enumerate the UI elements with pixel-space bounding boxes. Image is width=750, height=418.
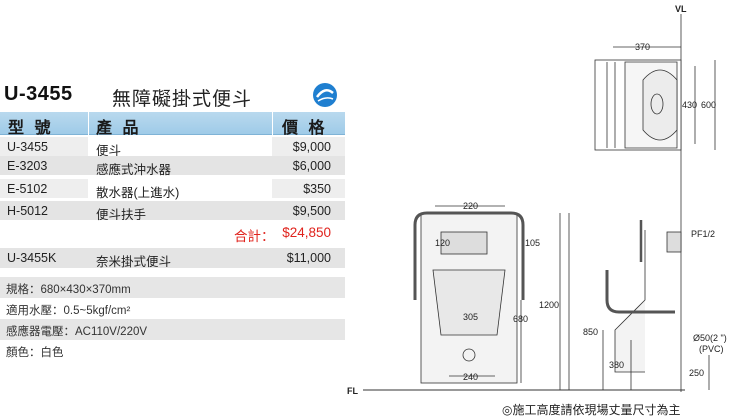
dim-250: 250 (689, 368, 704, 378)
total-label: 合計： (234, 229, 275, 244)
column-divider (272, 112, 273, 135)
pipe-size-label: Ø50(2 ") (693, 333, 727, 343)
spec-size: 規格：680×430×370mm (0, 277, 345, 298)
cell-product: 奈米掛式便斗 (96, 255, 172, 269)
header-product: 產 品 (96, 120, 142, 137)
dim-105: 105 (525, 238, 540, 248)
installation-drawing: VL FL 370 430 600 220 120 105 305 680 24… (347, 4, 727, 396)
cell-model: E-3203 (7, 159, 48, 173)
cell-model: U-3455 (7, 140, 48, 154)
pf-label: PF1/2 (691, 229, 715, 239)
cell-price: $9,000 (292, 140, 331, 154)
spec-color: 顏色：白色 (6, 347, 64, 359)
dim-1200: 1200 (539, 300, 559, 310)
table-row: U-3455 便斗 $9,000 (0, 137, 345, 158)
dim-305: 305 (463, 312, 478, 322)
table-row: H-5012 便斗扶手 $9,500 (0, 201, 345, 222)
cell-product: 感應式沖水器 (96, 163, 172, 177)
cell-model: H-5012 (7, 204, 48, 218)
cell-price: $6,000 (292, 159, 331, 173)
dim-430: 430 (682, 100, 697, 110)
column-divider (88, 112, 89, 135)
cell-price: $9,500 (292, 204, 331, 218)
header-model: 型 號 (8, 120, 54, 137)
spec-pressure: 適用水壓：0.5~5kgf/cm² (6, 305, 131, 317)
table-row: E-3203 感應式沖水器 $6,000 (0, 156, 345, 177)
table-row: U-3455K 奈米掛式便斗 $11,000 (0, 248, 345, 269)
dim-220: 220 (463, 201, 478, 211)
cell-product: 便斗扶手 (96, 208, 147, 222)
table-header: 型 號 產 品 價 格 (0, 112, 345, 137)
pipe-material-label: (PVC) (699, 344, 724, 354)
table-row: E-5102 散水器(上進水) $350 (0, 179, 345, 200)
spec-voltage: 感應器電壓：AC110V/220V (0, 319, 345, 340)
dim-380: 380 (609, 360, 624, 370)
cell-price: $11,000 (286, 251, 331, 265)
cell-model: U-3455K (7, 251, 57, 265)
vl-label: VL (675, 4, 687, 14)
cell-product: 散水器(上進水) (96, 186, 180, 200)
total-row: 合計： $24,850 (0, 222, 345, 244)
cell-product: 便斗 (96, 144, 122, 158)
dim-680: 680 (513, 314, 528, 324)
e-brand-logo-icon (313, 83, 337, 107)
cell-price: $350 (303, 182, 331, 196)
dim-120: 120 (435, 238, 450, 248)
dim-600: 600 (701, 100, 716, 110)
fl-label: FL (347, 386, 358, 396)
total-value: $24,850 (282, 225, 331, 240)
title-row: U-3455 無障礙掛式便斗 (4, 82, 344, 112)
installation-note: ◎施工高度請依現場丈量尺寸為主 (502, 403, 681, 417)
product-title: 無障礙掛式便斗 (112, 89, 253, 110)
model-title: U-3455 (4, 83, 73, 105)
dim-240: 240 (463, 372, 478, 382)
header-price: 價 格 (282, 120, 328, 137)
cell-model: E-5102 (7, 182, 48, 196)
product-panel: U-3455 無障礙掛式便斗 型 號 產 品 價 格 U-3455 便斗 $9,… (0, 0, 345, 418)
dim-370: 370 (635, 42, 650, 52)
dim-850: 850 (583, 327, 598, 337)
